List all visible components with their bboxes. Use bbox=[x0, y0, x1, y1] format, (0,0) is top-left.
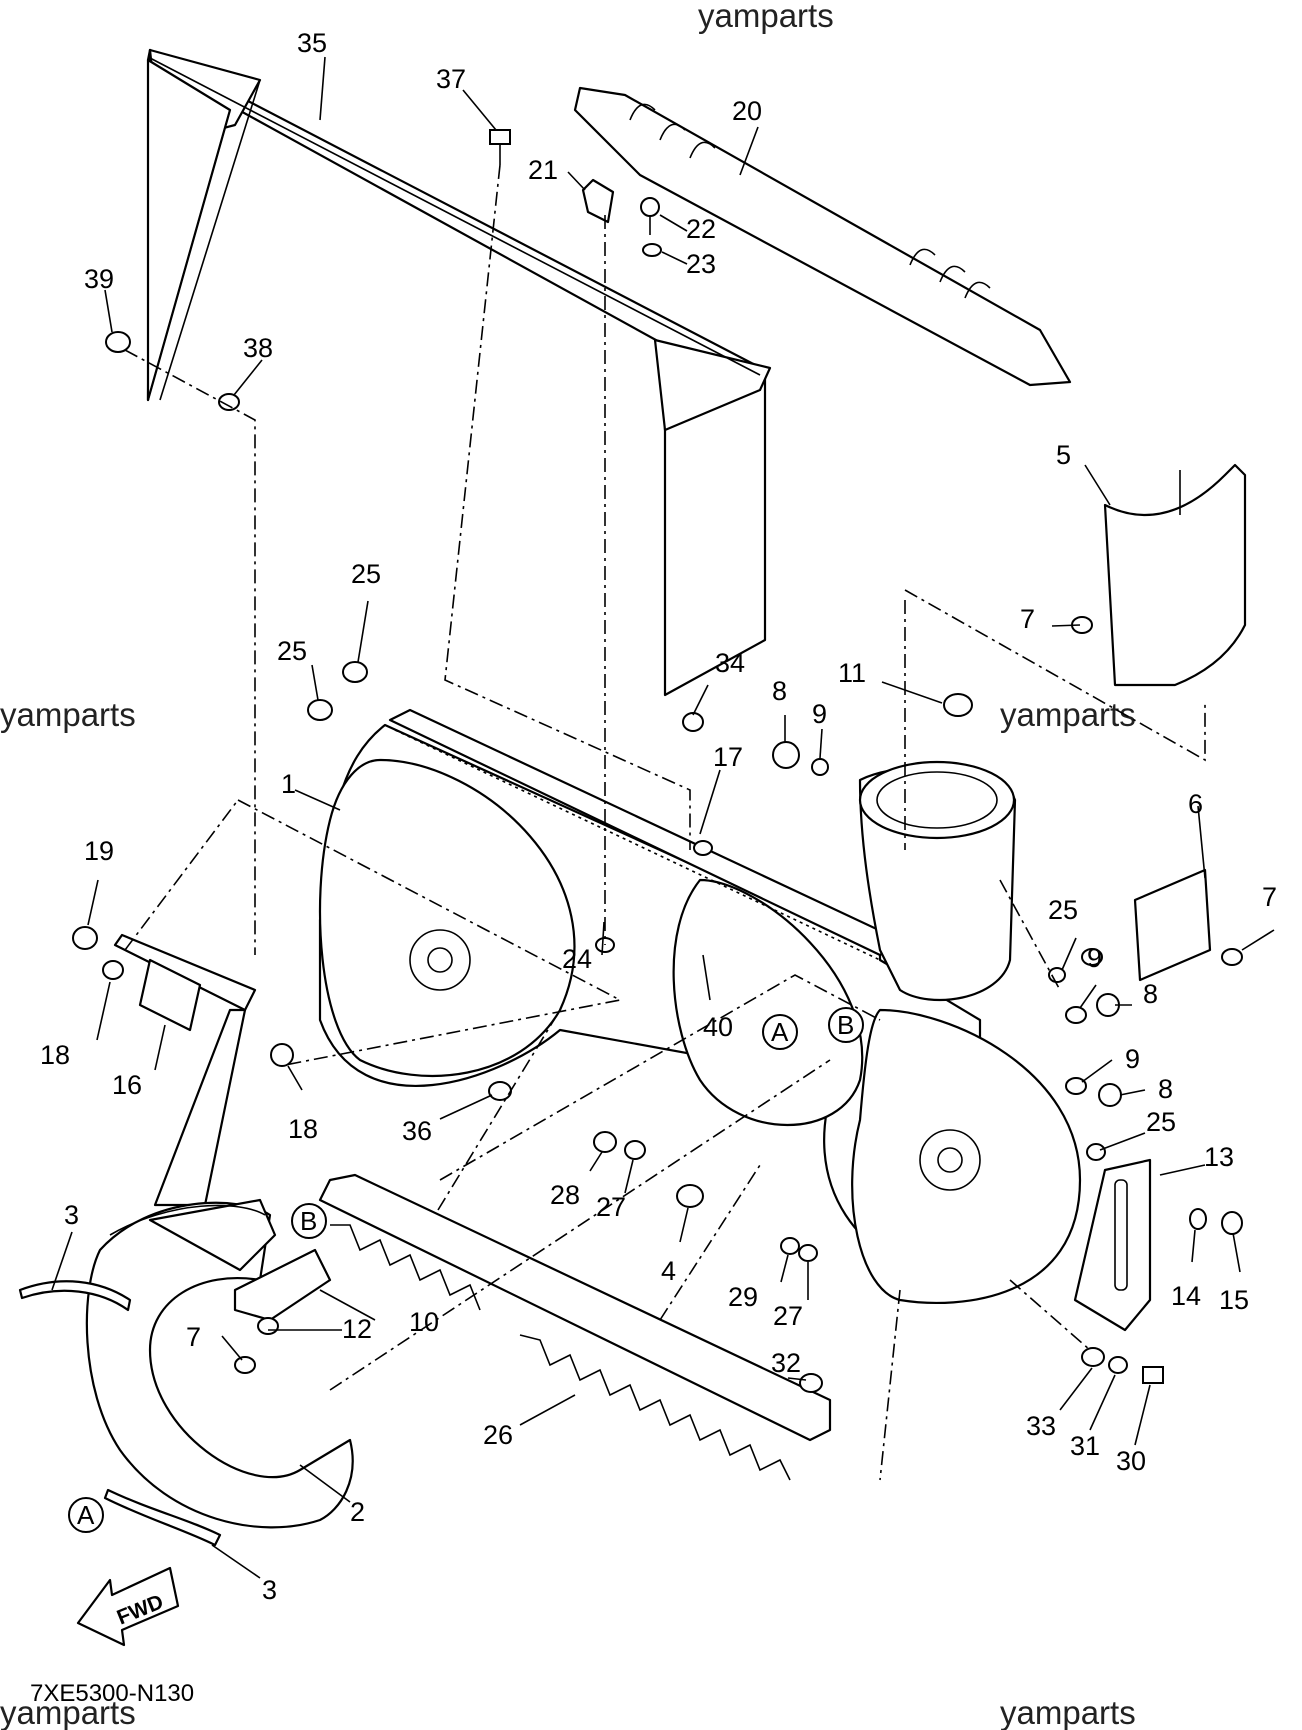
part-label-20: 20 bbox=[732, 96, 762, 126]
reference-marker-b: B bbox=[828, 1007, 864, 1043]
part-22-screw bbox=[640, 197, 660, 235]
part-21-clip bbox=[581, 178, 615, 224]
part-label-35: 35 bbox=[297, 28, 327, 58]
watermark: yamparts bbox=[0, 696, 136, 733]
assembly-lines bbox=[124, 164, 1206, 1481]
part-label-25: 25 bbox=[1146, 1107, 1176, 1137]
part-label-25: 25 bbox=[351, 559, 381, 589]
watermark: yamparts bbox=[0, 1694, 136, 1730]
part-13-bracket bbox=[1073, 1158, 1152, 1332]
part-label-8: 8 bbox=[772, 676, 787, 706]
part-label-12: 12 bbox=[342, 1314, 372, 1344]
reference-marker-a: A bbox=[68, 1497, 104, 1533]
part-label-8: 8 bbox=[1158, 1074, 1173, 1104]
part-35-top-cover bbox=[146, 48, 772, 697]
part-label-3: 3 bbox=[262, 1575, 277, 1605]
part-label-25: 25 bbox=[1048, 895, 1078, 925]
part-label-4: 4 bbox=[661, 1256, 676, 1286]
svg-text:B: B bbox=[300, 1206, 317, 1236]
part-3-strip bbox=[103, 1488, 222, 1547]
part-label-27: 27 bbox=[596, 1192, 626, 1222]
part-26-serrated-bar bbox=[318, 1173, 832, 1481]
part-3-strip bbox=[18, 1280, 132, 1312]
leader-lines bbox=[51, 56, 1275, 1579]
part-label-27: 27 bbox=[773, 1301, 803, 1331]
svg-text:A: A bbox=[77, 1500, 95, 1530]
part-label-26: 26 bbox=[483, 1420, 513, 1450]
part-2-drum-shell bbox=[85, 1198, 354, 1529]
part-label-19: 19 bbox=[84, 836, 114, 866]
part-label-14: 14 bbox=[1171, 1281, 1201, 1311]
part-label-5: 5 bbox=[1056, 440, 1071, 470]
part-label-30: 30 bbox=[1116, 1446, 1146, 1476]
part-label-21: 21 bbox=[528, 155, 558, 185]
part-label-7: 7 bbox=[1020, 604, 1035, 634]
part-label-9: 9 bbox=[812, 699, 827, 729]
part-label-33: 33 bbox=[1026, 1411, 1056, 1441]
part-label-8: 8 bbox=[1143, 979, 1158, 1009]
part-label-2: 2 bbox=[350, 1497, 365, 1527]
part-label-9: 9 bbox=[1087, 943, 1102, 973]
part-label-37: 37 bbox=[436, 64, 466, 94]
part-23-washer bbox=[642, 243, 662, 257]
part-label-7: 7 bbox=[186, 1322, 201, 1352]
part-label-32: 32 bbox=[771, 1348, 801, 1378]
part-label-9: 9 bbox=[1125, 1044, 1140, 1074]
part-label-18: 18 bbox=[40, 1040, 70, 1070]
part-label-16: 16 bbox=[112, 1070, 142, 1100]
part-label-22: 22 bbox=[686, 214, 716, 244]
part-1-auger-housing bbox=[318, 708, 1082, 1305]
part-label-10: 10 bbox=[409, 1307, 439, 1337]
part-label-23: 23 bbox=[686, 249, 716, 279]
part-38-washer bbox=[218, 393, 240, 411]
svg-text:A: A bbox=[771, 1017, 789, 1047]
part-label-31: 31 bbox=[1070, 1431, 1100, 1461]
part-label-25: 25 bbox=[277, 636, 307, 666]
part-label-34: 34 bbox=[715, 648, 745, 678]
part-label-29: 29 bbox=[728, 1282, 758, 1312]
watermark: yamparts bbox=[1000, 1694, 1136, 1730]
part-labels: 35 37 20 21 22 23 39 38 5 7 25 25 34 8 1… bbox=[40, 28, 1277, 1605]
part-label-6: 6 bbox=[1188, 789, 1203, 819]
part-label-17: 17 bbox=[713, 742, 743, 772]
part-label-28: 28 bbox=[550, 1180, 580, 1210]
part-5-chute bbox=[1103, 463, 1247, 687]
part-label-15: 15 bbox=[1219, 1285, 1249, 1315]
watermark: yamparts bbox=[698, 0, 834, 34]
part-6-plate bbox=[1133, 868, 1212, 982]
part-label-24: 24 bbox=[562, 944, 592, 974]
reference-marker-a: A bbox=[762, 1014, 798, 1050]
part-label-11: 11 bbox=[838, 658, 866, 688]
part-label-38: 38 bbox=[243, 333, 273, 363]
watermark: yamparts bbox=[1000, 696, 1136, 733]
part-37-bolt bbox=[489, 129, 511, 165]
part-label-1: 1 bbox=[281, 769, 296, 799]
reference-marker-b: B bbox=[291, 1203, 327, 1239]
part-39-nut bbox=[105, 331, 131, 353]
part-label-40: 40 bbox=[703, 1012, 733, 1042]
svg-text:B: B bbox=[837, 1010, 854, 1040]
part-label-7: 7 bbox=[1262, 882, 1277, 912]
part-10-block bbox=[233, 1248, 332, 1322]
part-label-39: 39 bbox=[84, 264, 114, 294]
discharge-tube bbox=[858, 760, 1017, 1002]
part-label-13: 13 bbox=[1204, 1142, 1234, 1172]
part-label-18: 18 bbox=[288, 1114, 318, 1144]
part-label-36: 36 bbox=[402, 1116, 432, 1146]
forward-arrow: FWD bbox=[76, 1566, 180, 1647]
part-label-3: 3 bbox=[64, 1200, 79, 1230]
diagram-code: 7XE5300-N130 bbox=[30, 1680, 194, 1707]
part-20-shaft bbox=[573, 86, 1072, 387]
